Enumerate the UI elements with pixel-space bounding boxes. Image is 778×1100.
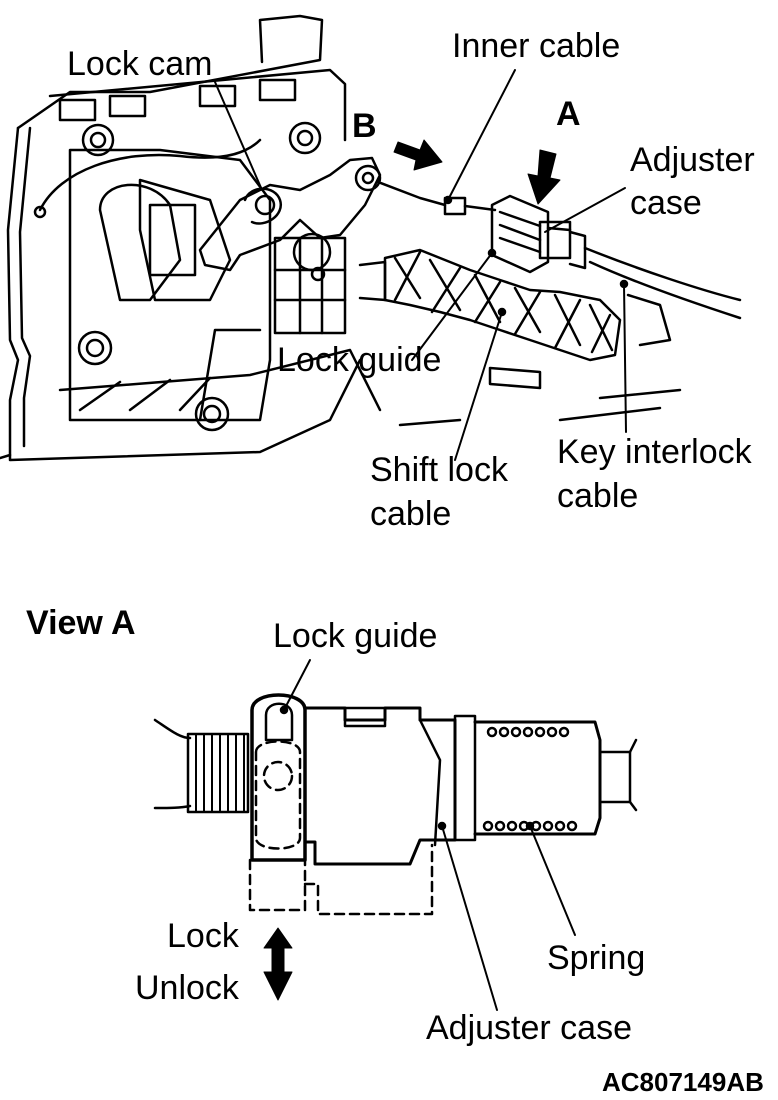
leader-dot bbox=[497, 307, 507, 317]
label-marker-b: B bbox=[352, 107, 377, 145]
view-a-illustration bbox=[153, 693, 638, 866]
label-lock-guide-top: Lock guide bbox=[277, 341, 442, 379]
figure-code: AC807149AB bbox=[602, 1067, 764, 1097]
label-key-interlock-cable-line2: cable bbox=[557, 477, 639, 515]
arrow-b-icon bbox=[393, 139, 443, 171]
label-inner-cable: Inner cable bbox=[452, 27, 621, 65]
label-lock-cam: Lock cam bbox=[67, 45, 213, 83]
spring-coil bbox=[534, 726, 546, 738]
spring-coil bbox=[522, 726, 534, 738]
label-marker-a: A bbox=[556, 95, 581, 133]
spring-coil bbox=[510, 726, 522, 738]
label-adjuster-case-view-a: Adjuster case bbox=[426, 1009, 632, 1047]
label-key-interlock-cable-line1: Key interlock bbox=[557, 433, 752, 471]
spring-coil bbox=[498, 726, 510, 738]
spring-coil bbox=[566, 820, 578, 832]
spring-coil bbox=[558, 726, 570, 738]
label-spring: Spring bbox=[547, 939, 646, 977]
label-lock-guide-view-a: Lock guide bbox=[273, 617, 438, 655]
shifter-mechanism-illustration bbox=[0, 14, 742, 462]
leader-dot bbox=[279, 705, 289, 715]
spring-coil bbox=[506, 820, 518, 832]
lock-unlock-arrow-icon bbox=[263, 927, 293, 1001]
label-adjuster-case-top-line1: Adjuster bbox=[630, 141, 755, 179]
spring-coil bbox=[546, 726, 558, 738]
unlock-position-outline bbox=[248, 740, 434, 916]
label-unlock: Unlock bbox=[135, 969, 239, 1007]
view-a-leader-lines bbox=[283, 659, 576, 1011]
label-adjuster-case-top-line2: case bbox=[630, 184, 702, 222]
spring-coil bbox=[554, 820, 566, 832]
spring-coil bbox=[542, 820, 554, 832]
label-shift-lock-cable-line1: Shift lock bbox=[370, 451, 508, 489]
leader-dot bbox=[487, 248, 497, 258]
label-shift-lock-cable-line2: cable bbox=[370, 495, 452, 533]
spring-coil bbox=[486, 726, 498, 738]
leader-dot bbox=[443, 195, 453, 205]
top-leader-lines bbox=[214, 69, 627, 461]
leader-dot bbox=[619, 279, 629, 289]
view-a-title: View A bbox=[26, 604, 136, 642]
label-lock: Lock bbox=[167, 917, 239, 955]
leader-dot bbox=[437, 821, 447, 831]
spring-coil bbox=[494, 820, 506, 832]
spring-coil bbox=[482, 820, 494, 832]
leader-dot bbox=[525, 821, 535, 831]
arrow-a-icon bbox=[527, 149, 561, 205]
